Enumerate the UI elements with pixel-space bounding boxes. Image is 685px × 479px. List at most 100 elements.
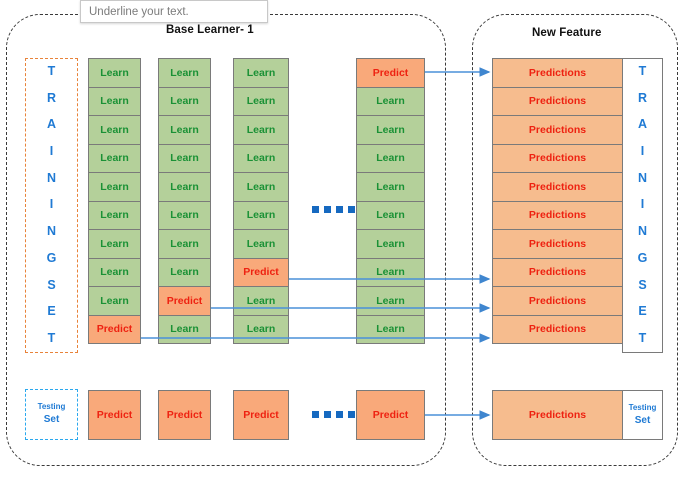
new-feature-panel xyxy=(472,14,678,466)
predictions-cell: Predictions xyxy=(492,86,623,116)
training-set-letter: N xyxy=(46,224,57,239)
learn-cell: Learn xyxy=(233,58,289,88)
ellipsis-dot xyxy=(336,206,343,213)
learn-cell: Learn xyxy=(356,314,425,344)
ellipsis-dot xyxy=(312,206,319,213)
learn-cell: Learn xyxy=(158,257,211,287)
ellipsis-dot xyxy=(336,411,343,418)
learn-cell: Learn xyxy=(88,115,141,145)
learn-cell: Learn xyxy=(356,200,425,230)
new-feature-title: New Feature xyxy=(532,27,602,39)
bottom-testing-line2: Set xyxy=(634,414,651,426)
learn-cell: Learn xyxy=(233,200,289,230)
learn-cell: Learn xyxy=(233,172,289,202)
predictions-cell: Predictions xyxy=(492,257,623,287)
training-set-letter: G xyxy=(46,250,57,265)
learn-cell: Learn xyxy=(356,86,425,116)
ellipsis-dots-bottom xyxy=(312,411,355,418)
predictions-cell: Predictions xyxy=(492,229,623,259)
learn-cell: Learn xyxy=(356,143,425,173)
learn-cell: Learn xyxy=(88,86,141,116)
learn-cell: Learn xyxy=(356,115,425,145)
learn-cell: Learn xyxy=(356,257,425,287)
testing-set-line2: Set xyxy=(43,414,60,426)
ellipsis-dot xyxy=(324,206,331,213)
ellipsis-dot xyxy=(324,411,331,418)
training-set-letter: T xyxy=(47,330,56,345)
learn-cell: Learn xyxy=(233,115,289,145)
testing-predict-3: Predict xyxy=(233,390,289,440)
ellipsis-dots-top xyxy=(312,206,355,213)
testing-set-label: Testing Set xyxy=(25,389,78,440)
learn-cell: Learn xyxy=(158,143,211,173)
learn-cell: Learn xyxy=(233,229,289,259)
training-set-letter: N xyxy=(637,170,648,185)
predictions-cell: Predictions xyxy=(492,200,623,230)
learn-cell: Learn xyxy=(356,172,425,202)
training-set-letter: I xyxy=(640,197,645,212)
new-feature-test-predictions: Predictions xyxy=(492,390,623,440)
learn-cell: Learn xyxy=(158,172,211,202)
bottom-testing-line1: Testing xyxy=(628,402,657,412)
learn-cell: Learn xyxy=(158,200,211,230)
training-set-letter: A xyxy=(637,117,648,132)
learn-cell: Learn xyxy=(356,286,425,316)
predictions-cell: Predictions xyxy=(492,143,623,173)
predict-cell: Predict xyxy=(158,286,211,316)
predict-cell: Predict xyxy=(233,257,289,287)
learn-cell: Learn xyxy=(88,143,141,173)
learn-cell: Learn xyxy=(158,58,211,88)
training-set-letter: S xyxy=(638,277,647,292)
training-set-letter: E xyxy=(638,304,647,319)
predictions-cell: Predictions xyxy=(492,286,623,316)
training-set-letter: N xyxy=(46,170,57,185)
predictions-cell: Predictions xyxy=(492,172,623,202)
learn-cell: Learn xyxy=(158,115,211,145)
underline-tooltip: Underline your text. xyxy=(80,0,268,23)
base-learner-title: Base Learner- 1 xyxy=(166,24,254,36)
learn-cell: Learn xyxy=(158,314,211,344)
learn-cell: Learn xyxy=(88,172,141,202)
testing-predict-2: Predict xyxy=(158,390,211,440)
predictions-cell: Predictions xyxy=(492,58,623,88)
testing-set-line1: Testing xyxy=(37,402,66,412)
predict-cell: Predict xyxy=(356,58,425,88)
testing-predict-n: Predict xyxy=(356,390,425,440)
learn-cell: Learn xyxy=(233,86,289,116)
learn-cell: Learn xyxy=(233,286,289,316)
training-set-letter: N xyxy=(637,224,648,239)
testing-predict-1: Predict xyxy=(88,390,141,440)
learn-cell: Learn xyxy=(88,257,141,287)
learn-cell: Learn xyxy=(158,229,211,259)
learn-cell: Learn xyxy=(88,58,141,88)
learn-cell: Learn xyxy=(233,143,289,173)
tooltip-text: Underline your text. xyxy=(89,5,189,18)
learn-cell: Learn xyxy=(88,286,141,316)
training-set-letter: T xyxy=(638,330,647,345)
training-set-letter: I xyxy=(49,197,54,212)
training-set-letter: E xyxy=(47,304,56,319)
training-set-letter: T xyxy=(638,64,647,78)
training-set-letter: I xyxy=(49,144,54,159)
training-set-letter: R xyxy=(637,90,648,105)
learn-cell: Learn xyxy=(158,86,211,116)
training-set-letter: T xyxy=(47,64,56,78)
learn-cell: Learn xyxy=(356,229,425,259)
predictions-cell: Predictions xyxy=(492,115,623,145)
learn-cell: Learn xyxy=(233,314,289,344)
ellipsis-dot xyxy=(312,411,319,418)
ellipsis-dot xyxy=(348,411,355,418)
learn-cell: Learn xyxy=(88,229,141,259)
training-set-letter: G xyxy=(637,250,648,265)
predictions-cell: Predictions xyxy=(492,314,623,344)
new-feature-testing-label: Testing Set xyxy=(622,390,663,440)
learn-cell: Learn xyxy=(88,200,141,230)
predict-cell: Predict xyxy=(88,314,141,344)
ellipsis-dot xyxy=(348,206,355,213)
